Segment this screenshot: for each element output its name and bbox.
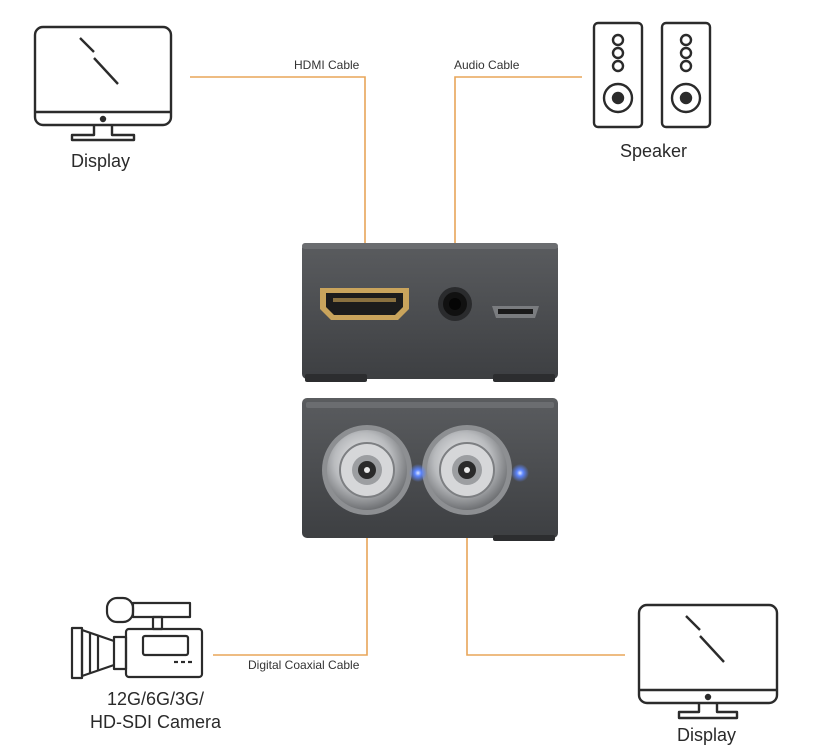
hdmi-port — [320, 288, 409, 320]
audio-cable-label: Audio Cable — [454, 58, 520, 72]
sdi-input-bnc — [322, 425, 412, 515]
converter-hdmi-side — [302, 243, 558, 382]
usb-port — [492, 306, 539, 318]
camera-label-line2: HD-SDI Camera — [90, 712, 222, 732]
status-led-input — [409, 464, 427, 482]
speaker-label: Speaker — [620, 141, 687, 161]
camera-icon — [70, 596, 204, 680]
converter-sdi-side — [302, 398, 558, 541]
sdi-output-bnc — [422, 425, 512, 515]
speaker-icon — [592, 21, 712, 129]
hdmi-cable — [190, 76, 366, 300]
status-led-output — [511, 464, 529, 482]
display-bottom-label: Display — [677, 725, 736, 745]
display-top-icon — [33, 25, 173, 142]
display-bottom-icon — [637, 603, 779, 720]
display-top-label: Display — [71, 151, 130, 171]
audio-cable — [454, 76, 582, 300]
camera-label-line1: 12G/6G/3G/ — [107, 689, 204, 709]
audio-jack — [438, 287, 472, 321]
hdmi-cable-label: HDMI Cable — [294, 58, 360, 72]
coax-cable-label: Digital Coaxial Cable — [248, 658, 360, 672]
